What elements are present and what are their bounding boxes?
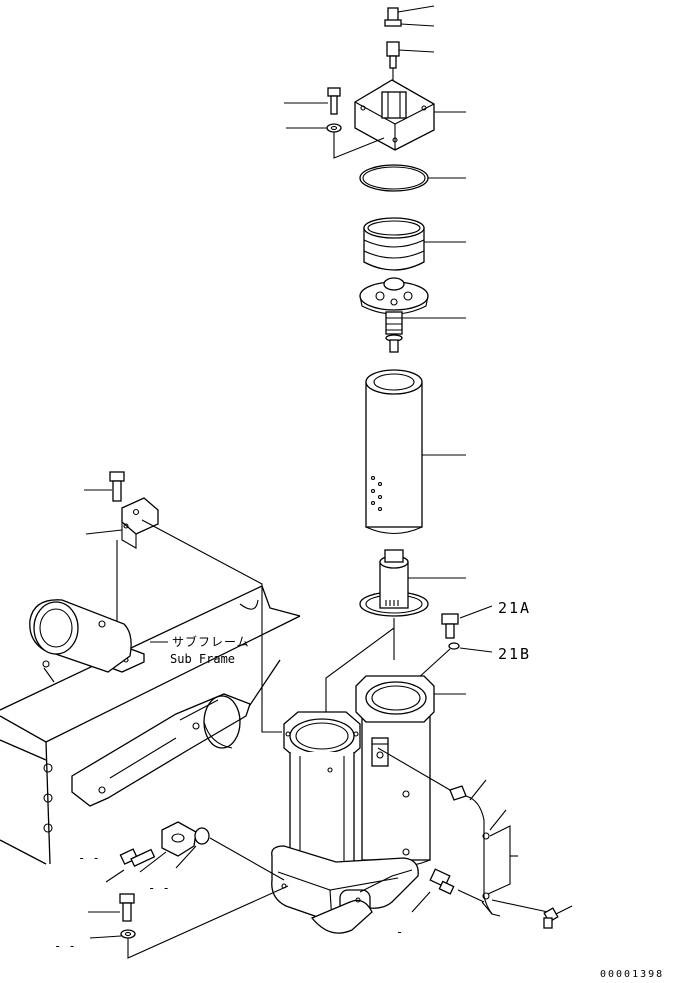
label-21a: 21A bbox=[498, 599, 531, 617]
temperature-sensor bbox=[411, 868, 485, 913]
lower-bolt-b bbox=[88, 893, 135, 922]
spring bbox=[363, 217, 466, 271]
left-filter-housing bbox=[283, 711, 389, 881]
top-bolt bbox=[384, 5, 435, 27]
inner-element bbox=[359, 549, 466, 617]
cover-bolt-left bbox=[284, 87, 385, 159]
sub-frame-label-jp: サブフレーム bbox=[172, 634, 250, 649]
bolt-21a: 21A bbox=[441, 599, 531, 639]
sub-frame-label-en: Sub Frame bbox=[170, 652, 235, 666]
dash-mark-2: - - bbox=[148, 881, 170, 895]
dash-mark-1: - - bbox=[78, 851, 100, 865]
sensor-housing bbox=[139, 821, 197, 873]
right-filter-housing bbox=[355, 675, 466, 868]
leader-to-left-housing bbox=[325, 627, 395, 718]
frame-bracket bbox=[85, 497, 159, 549]
sub-frame-label: サブフレーム Sub Frame bbox=[150, 634, 250, 666]
filter-cover-plate bbox=[354, 79, 466, 151]
valve-assembly bbox=[359, 277, 466, 353]
label-21b: 21B bbox=[498, 645, 531, 663]
bottom-manifold bbox=[271, 845, 419, 934]
lower-washer bbox=[89, 885, 289, 959]
bracket-bolt-top bbox=[84, 471, 125, 502]
clip-bolt bbox=[543, 905, 573, 929]
small-plug bbox=[175, 827, 285, 881]
cylinder-mount bbox=[29, 599, 132, 683]
plug-bolt bbox=[386, 41, 435, 69]
dash-mark-3: - - bbox=[54, 939, 76, 953]
o-ring bbox=[359, 164, 466, 192]
filter-element bbox=[365, 369, 466, 535]
dash-mark-4: - bbox=[396, 925, 403, 939]
wire-harness bbox=[377, 747, 549, 917]
drawing-code: 00001398 bbox=[600, 969, 664, 980]
leader-bracket-to-housing bbox=[141, 519, 282, 733]
lower-bolt-a bbox=[105, 848, 156, 883]
